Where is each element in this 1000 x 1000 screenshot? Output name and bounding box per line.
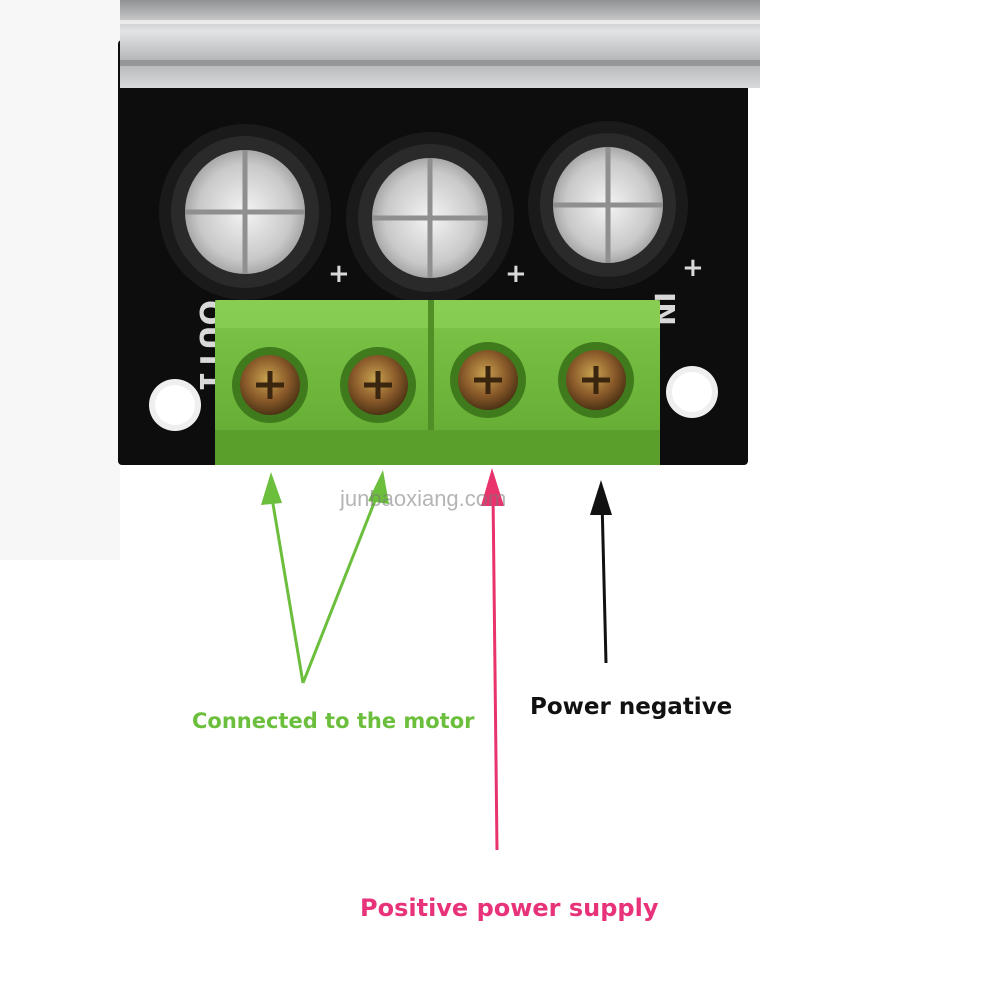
terminal-screw	[558, 342, 634, 418]
heatsink	[120, 0, 760, 88]
terminal-block	[215, 300, 660, 465]
capacitor-plus-mark: +	[682, 253, 704, 283]
capacitor-plus-mark: +	[505, 259, 527, 289]
motor-connection-label: Connected to the motor	[192, 709, 475, 733]
terminal-screw	[340, 347, 416, 423]
terminal-screw	[232, 347, 308, 423]
capacitor	[528, 121, 688, 289]
motor-arrows	[261, 470, 389, 684]
capacitor-plus-mark: +	[328, 259, 350, 289]
power-negative-label: Power negative	[530, 694, 733, 720]
terminal-screw	[450, 342, 526, 418]
capacitors	[159, 121, 688, 304]
negative-arrow	[590, 480, 612, 664]
watermark: junbaoxiang.com	[340, 486, 507, 511]
positive-arrow	[481, 468, 504, 851]
capacitor	[159, 124, 331, 300]
positive-power-label: Positive power supply	[360, 894, 659, 922]
capacitor	[346, 132, 514, 304]
